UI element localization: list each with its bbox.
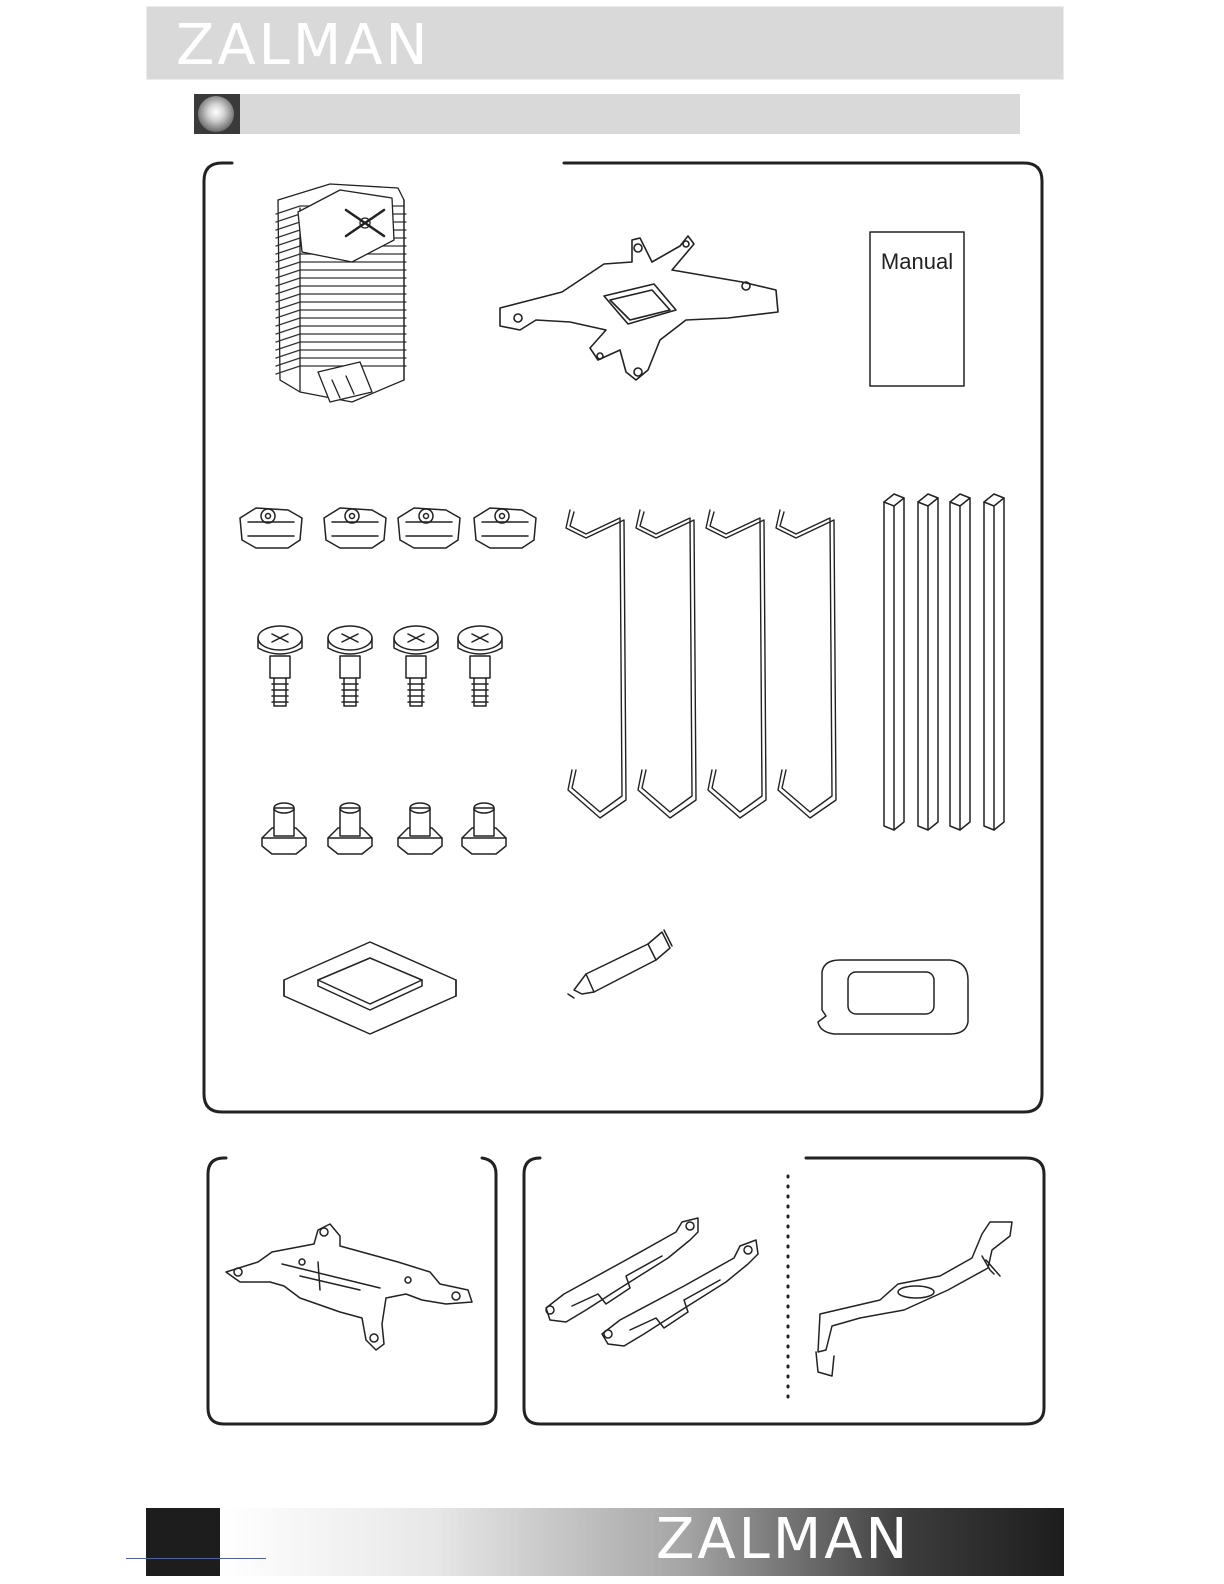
thermal-grease-syringe	[568, 930, 672, 998]
heatsink-cooler	[276, 184, 406, 402]
square-pad	[284, 942, 456, 1034]
screw	[458, 626, 502, 706]
footer-gradient-band	[220, 1508, 1064, 1576]
screw-row	[258, 626, 502, 706]
screw	[394, 626, 438, 706]
fan-wire-clip	[566, 510, 626, 818]
screw	[328, 626, 372, 706]
footer-brand-logo: ZALMAN	[656, 1506, 910, 1574]
mounting-clip	[240, 508, 302, 548]
intel-mounting-bars	[546, 1218, 758, 1346]
footer-link-underline[interactable]	[126, 1558, 266, 1559]
spacer-nut	[462, 803, 506, 854]
fan-clip-row	[566, 510, 836, 818]
lga-mounting-clip	[816, 1222, 1012, 1376]
footer-dark-block	[146, 1508, 220, 1576]
fan-wire-clip	[706, 510, 766, 818]
spacer-nut	[262, 803, 306, 854]
backplate	[500, 236, 778, 380]
rubber-strip-row	[884, 494, 1004, 830]
screw	[258, 626, 302, 706]
spacer-nut	[328, 803, 372, 854]
fan-wire-clip	[776, 510, 836, 818]
mounting-clip	[398, 508, 460, 548]
manual-label: Manual	[881, 249, 953, 274]
nut-row	[262, 803, 506, 854]
curved-thermal-pad	[818, 960, 968, 1034]
mounting-clip	[474, 508, 536, 548]
clip-row	[240, 508, 536, 548]
mounting-clip	[324, 508, 386, 548]
fan-wire-clip	[636, 510, 696, 818]
amd-mounting-bracket	[226, 1224, 472, 1350]
spacer-nut	[398, 803, 442, 854]
